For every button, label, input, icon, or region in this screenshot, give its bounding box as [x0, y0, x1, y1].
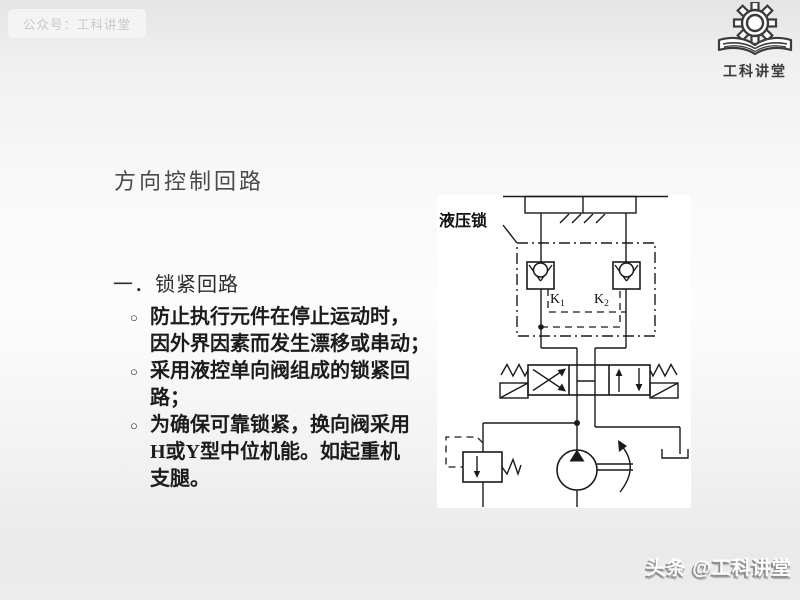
relief-pilot-line [445, 436, 484, 468]
gear-icon [732, 0, 778, 46]
main-lines [538, 289, 627, 427]
bullet-line: 为确保可靠锁紧，换向阀采用 [150, 414, 410, 436]
spring-right [649, 362, 678, 378]
gear-book-icon [717, 0, 793, 56]
check-valve-k1 [526, 261, 555, 290]
hydraulic-lock-label: 液压锁 [439, 211, 487, 230]
spring-left [500, 362, 529, 378]
bullet-line: 支腿。 [150, 468, 210, 490]
valve-k2-label: K2 [594, 292, 609, 309]
pilot-lines [541, 289, 626, 328]
list-item: ○ 防止执行元件在停止运动时， 因外界因素而发生漂移或串动； [113, 304, 443, 358]
wechat-account-badge: 公众号：工科讲堂 [8, 9, 147, 38]
spring-relief [501, 457, 522, 477]
relief-valve [445, 436, 522, 507]
tank-symbol [661, 449, 689, 459]
list-item: ○ 采用液控单向阀组成的锁紧回 路； [113, 358, 443, 412]
brand-name: 工科讲堂 [723, 63, 787, 79]
page-title: 方向控制回路 [114, 169, 265, 194]
bullet-marker: ○ [130, 418, 138, 433]
supply-lines [482, 420, 681, 454]
bullet-line: H或Y型中位机能。如起重机 [150, 441, 400, 463]
bullet-marker: ○ [130, 310, 138, 325]
bullet-line: 因外界因素而发生漂移或串动； [150, 333, 430, 355]
label-leader-line [502, 224, 518, 244]
solenoid-left [499, 382, 529, 399]
hydraulic-circuit-diagram: 液压锁 K1 K2 [437, 195, 691, 508]
valve-k1-label: K1 [550, 292, 565, 309]
list-item: ○ 为确保可靠锁紧，换向阀采用 H或Y型中位机能。如起重机 支腿。 [113, 412, 443, 493]
check-valve-k2 [612, 261, 641, 290]
hydraulic-pump [556, 440, 633, 507]
hydraulic-lock-box [516, 242, 656, 337]
brand-logo: 工科讲堂 [708, 0, 800, 81]
bullet-line: 采用液控单向阀组成的锁紧回 [150, 360, 410, 382]
hydraulic-cylinder [503, 195, 668, 262]
directional-valve [499, 362, 679, 399]
bullet-line: 路； [150, 387, 190, 409]
rotation-arrow [619, 444, 631, 493]
bullet-marker: ○ [130, 364, 138, 379]
bullet-line: 防止执行元件在停止运动时， [150, 306, 410, 328]
book-icon [717, 36, 793, 56]
ground-hatching [559, 213, 606, 224]
body-text-block: 一．锁紧回路 ○ 防止执行元件在停止运动时， 因外界因素而发生漂移或串动； ○ … [113, 272, 443, 493]
solenoid-right [649, 382, 679, 399]
section-heading: 一．锁紧回路 [113, 274, 239, 296]
toutiao-watermark: 头条 @工科讲堂 [646, 558, 792, 579]
